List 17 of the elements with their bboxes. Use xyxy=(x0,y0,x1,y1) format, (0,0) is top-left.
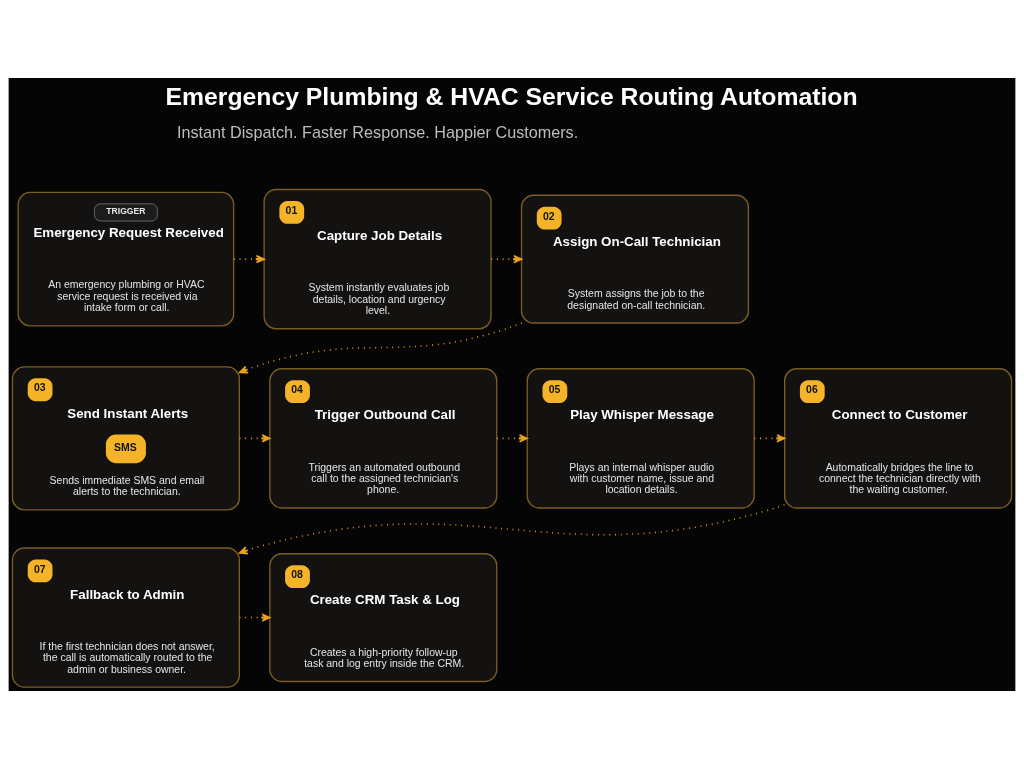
node-box: 05 Play Whisper Message Plays an internal whisper audio with customer name, issue and location details. xyxy=(526,367,755,509)
node-box: 03 Send Instant Alerts SMS Sends immediate SMS and email alerts to the technician. xyxy=(11,365,240,511)
arrow xyxy=(490,254,523,263)
node-box: 02 Assign On-Call Technician System assigns the job to the designated on-call technician. xyxy=(520,194,750,324)
diagram-title: Emergency Plumbing & HVAC Service Routing Automation xyxy=(165,82,858,109)
node-box: 07 Fallback to Admin If the first technician does not answer, the call is automatically routed to the admin or business owner. xyxy=(11,546,240,688)
node-box: TRIGGER Emergency Request Received An emergency plumbing or HVAC service request is received via intake form or call. xyxy=(17,191,235,327)
node-box: 04 Trigger Outbound Call Triggers an automated outbound call to the assigned technician's phone. xyxy=(269,367,498,509)
arrow xyxy=(238,503,786,554)
arrow xyxy=(233,254,265,263)
arrow xyxy=(238,321,523,374)
node-box: 06 Connect to Customer Automatically bridges the line to connect the technician directly with the waiting customer. xyxy=(784,367,1013,509)
arrow xyxy=(496,433,528,443)
node-box: 01 Capture Job Details System instantly evaluates job details, location and urgency level. xyxy=(263,188,492,329)
label: Instant Dispatch. Faster Response. Happier Customers. xyxy=(176,122,579,141)
arrow xyxy=(753,433,786,443)
node-box: 08 Create CRM Task & Log Creates a high-priority follow-up task and log entry inside the CRM. xyxy=(269,552,498,682)
